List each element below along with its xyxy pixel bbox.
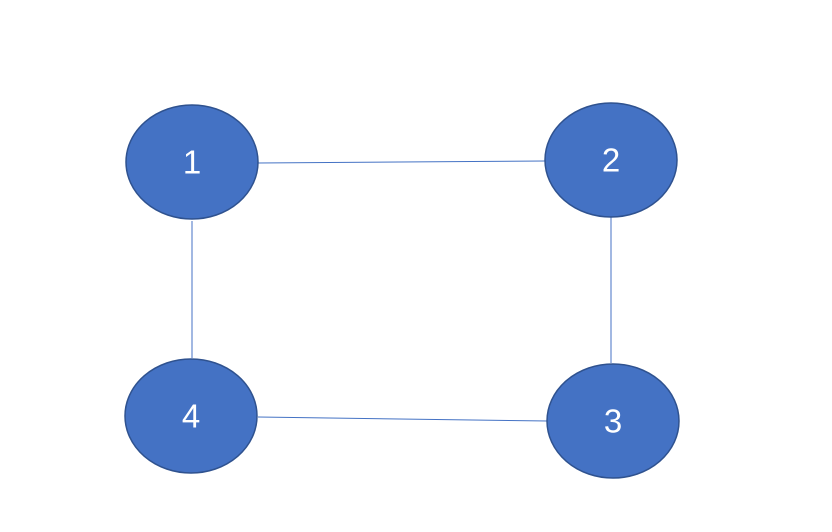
node-3-label: 3 xyxy=(604,403,622,440)
node-1-circle xyxy=(125,104,259,220)
node-4[interactable]: 4 xyxy=(124,358,258,474)
node-3-circle xyxy=(546,363,680,479)
edge-3-4 xyxy=(257,416,549,422)
node-1-label: 1 xyxy=(183,144,201,181)
node-2-label: 2 xyxy=(602,142,620,179)
node-4-circle xyxy=(124,358,258,474)
edge-1-2 xyxy=(257,160,546,164)
node-2[interactable]: 2 xyxy=(544,102,678,218)
node-1[interactable]: 1 xyxy=(125,104,259,220)
edges-layer xyxy=(191,160,612,422)
nodes-layer: 1 2 3 4 xyxy=(124,102,680,479)
node-3[interactable]: 3 xyxy=(546,363,680,479)
node-4-label: 4 xyxy=(182,398,200,435)
node-2-circle xyxy=(544,102,678,218)
